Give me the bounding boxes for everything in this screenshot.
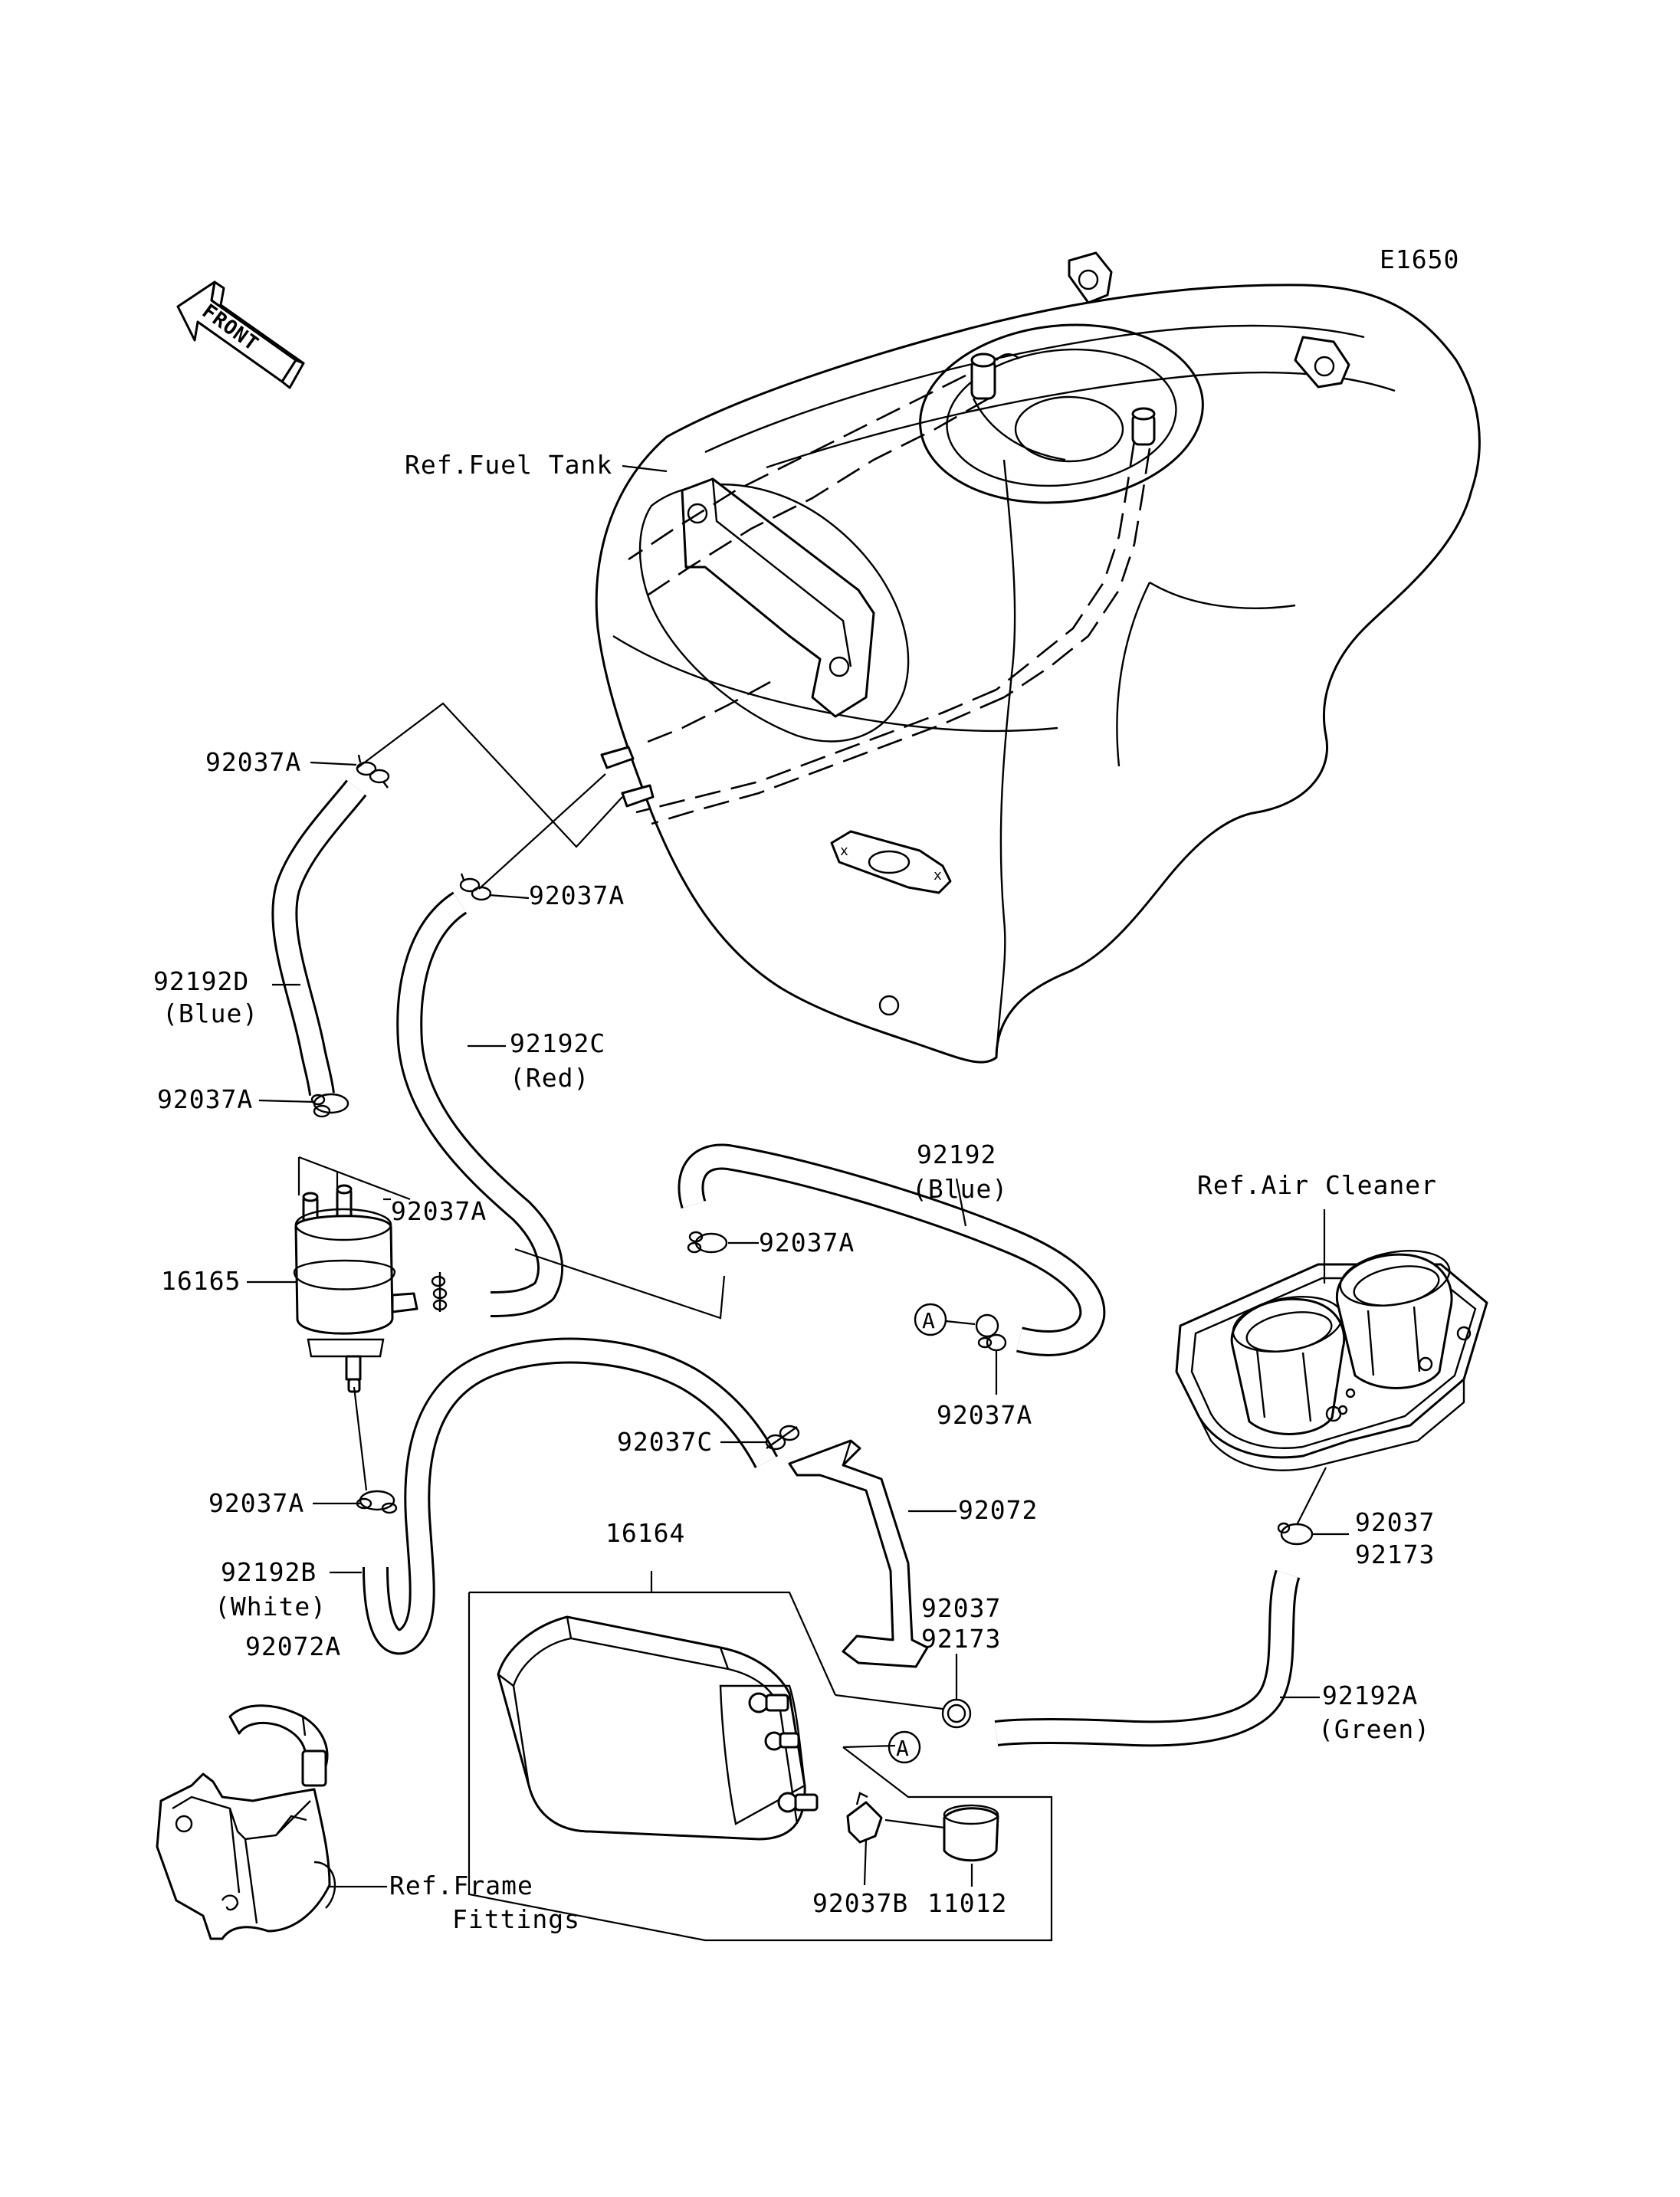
clamp-92037A-top [356,754,390,789]
label-92037A-5: 92037A [759,1228,855,1258]
bracket-92072A [228,1704,329,1787]
label-92192B-color: (White) [215,1592,326,1622]
label-frame-fittings-2: Fittings [452,1904,580,1934]
label-92192A: 92192A [1322,1681,1418,1710]
clamp-92037A-bottom [356,1490,398,1514]
clamp-92037A-blue [687,1231,728,1254]
label-frame-fittings-1: Ref.Frame [389,1871,533,1900]
clamp-92037A-mid [459,873,492,901]
clamp-92037-92173-top [1277,1522,1314,1546]
label-92037A-6: 92037A [937,1400,1032,1430]
ref-circle-a-2-label: A [896,1736,910,1761]
clamp-92037-92173-canister [941,1698,972,1729]
air-cleaner [1175,1250,1488,1471]
label-92037A-7: 92037A [208,1488,304,1518]
ref-circle-a-2: A [888,1730,921,1764]
label-92037A-1: 92037A [205,747,301,777]
label-92173-top: 92173 [1355,1540,1435,1569]
svg-text:x: x [934,867,943,884]
label-92192C-color: (Red) [510,1063,589,1093]
clamp-92037A-A [975,1313,1007,1352]
label-92192C: 92192C [510,1028,605,1058]
label-92037A-4: 92037A [391,1196,487,1226]
ref-circle-a-1: A [914,1303,947,1336]
label-fuel-tank: Ref.Fuel Tank [405,450,612,480]
label-92192: 92192 [917,1139,996,1169]
frame-fittings [156,1772,336,1940]
cap-11012 [943,1804,999,1862]
label-92037-top: 92037 [1355,1507,1435,1537]
label-92037A-3: 92037A [157,1084,253,1114]
label-16164: 16164 [605,1518,685,1548]
separator-16165 [293,1184,418,1393]
label-92037A-2: 92037A [529,880,625,910]
label-92037C: 92037C [617,1427,713,1457]
label-92192D: 92192D [153,966,249,996]
ref-circle-a-1-label: A [922,1308,936,1333]
label-92173-canister: 92173 [921,1624,1001,1654]
label-92192-color: (Blue) [912,1174,1008,1204]
label-92072A: 92072A [245,1631,341,1661]
label-92192A-color: (Green) [1318,1714,1430,1744]
fuel-tank: x x [595,251,1481,1064]
diagram-code: E1650 [1380,244,1459,274]
label-11012: 11012 [927,1888,1007,1918]
label-92192B: 92192B [221,1557,317,1587]
label-92037B: 92037B [812,1888,908,1918]
label-92192D-color: (Blue) [162,998,258,1028]
clamp-92037C [765,1425,800,1451]
label-16165: 16165 [161,1266,241,1296]
bracket-92072 [788,1439,929,1668]
label-air-cleaner: Ref.Air Cleaner [1197,1170,1437,1200]
clamp-92037B [846,1792,883,1844]
front-arrow-icon: FRONT [176,280,305,389]
clamp-92037A-left [310,1093,349,1118]
label-92072: 92072 [958,1495,1038,1525]
canister-16164 [497,1615,819,1841]
svg-text:x: x [840,843,849,859]
clamp-92037A-separator [431,1272,448,1312]
label-92037-canister: 92037 [921,1593,1001,1623]
